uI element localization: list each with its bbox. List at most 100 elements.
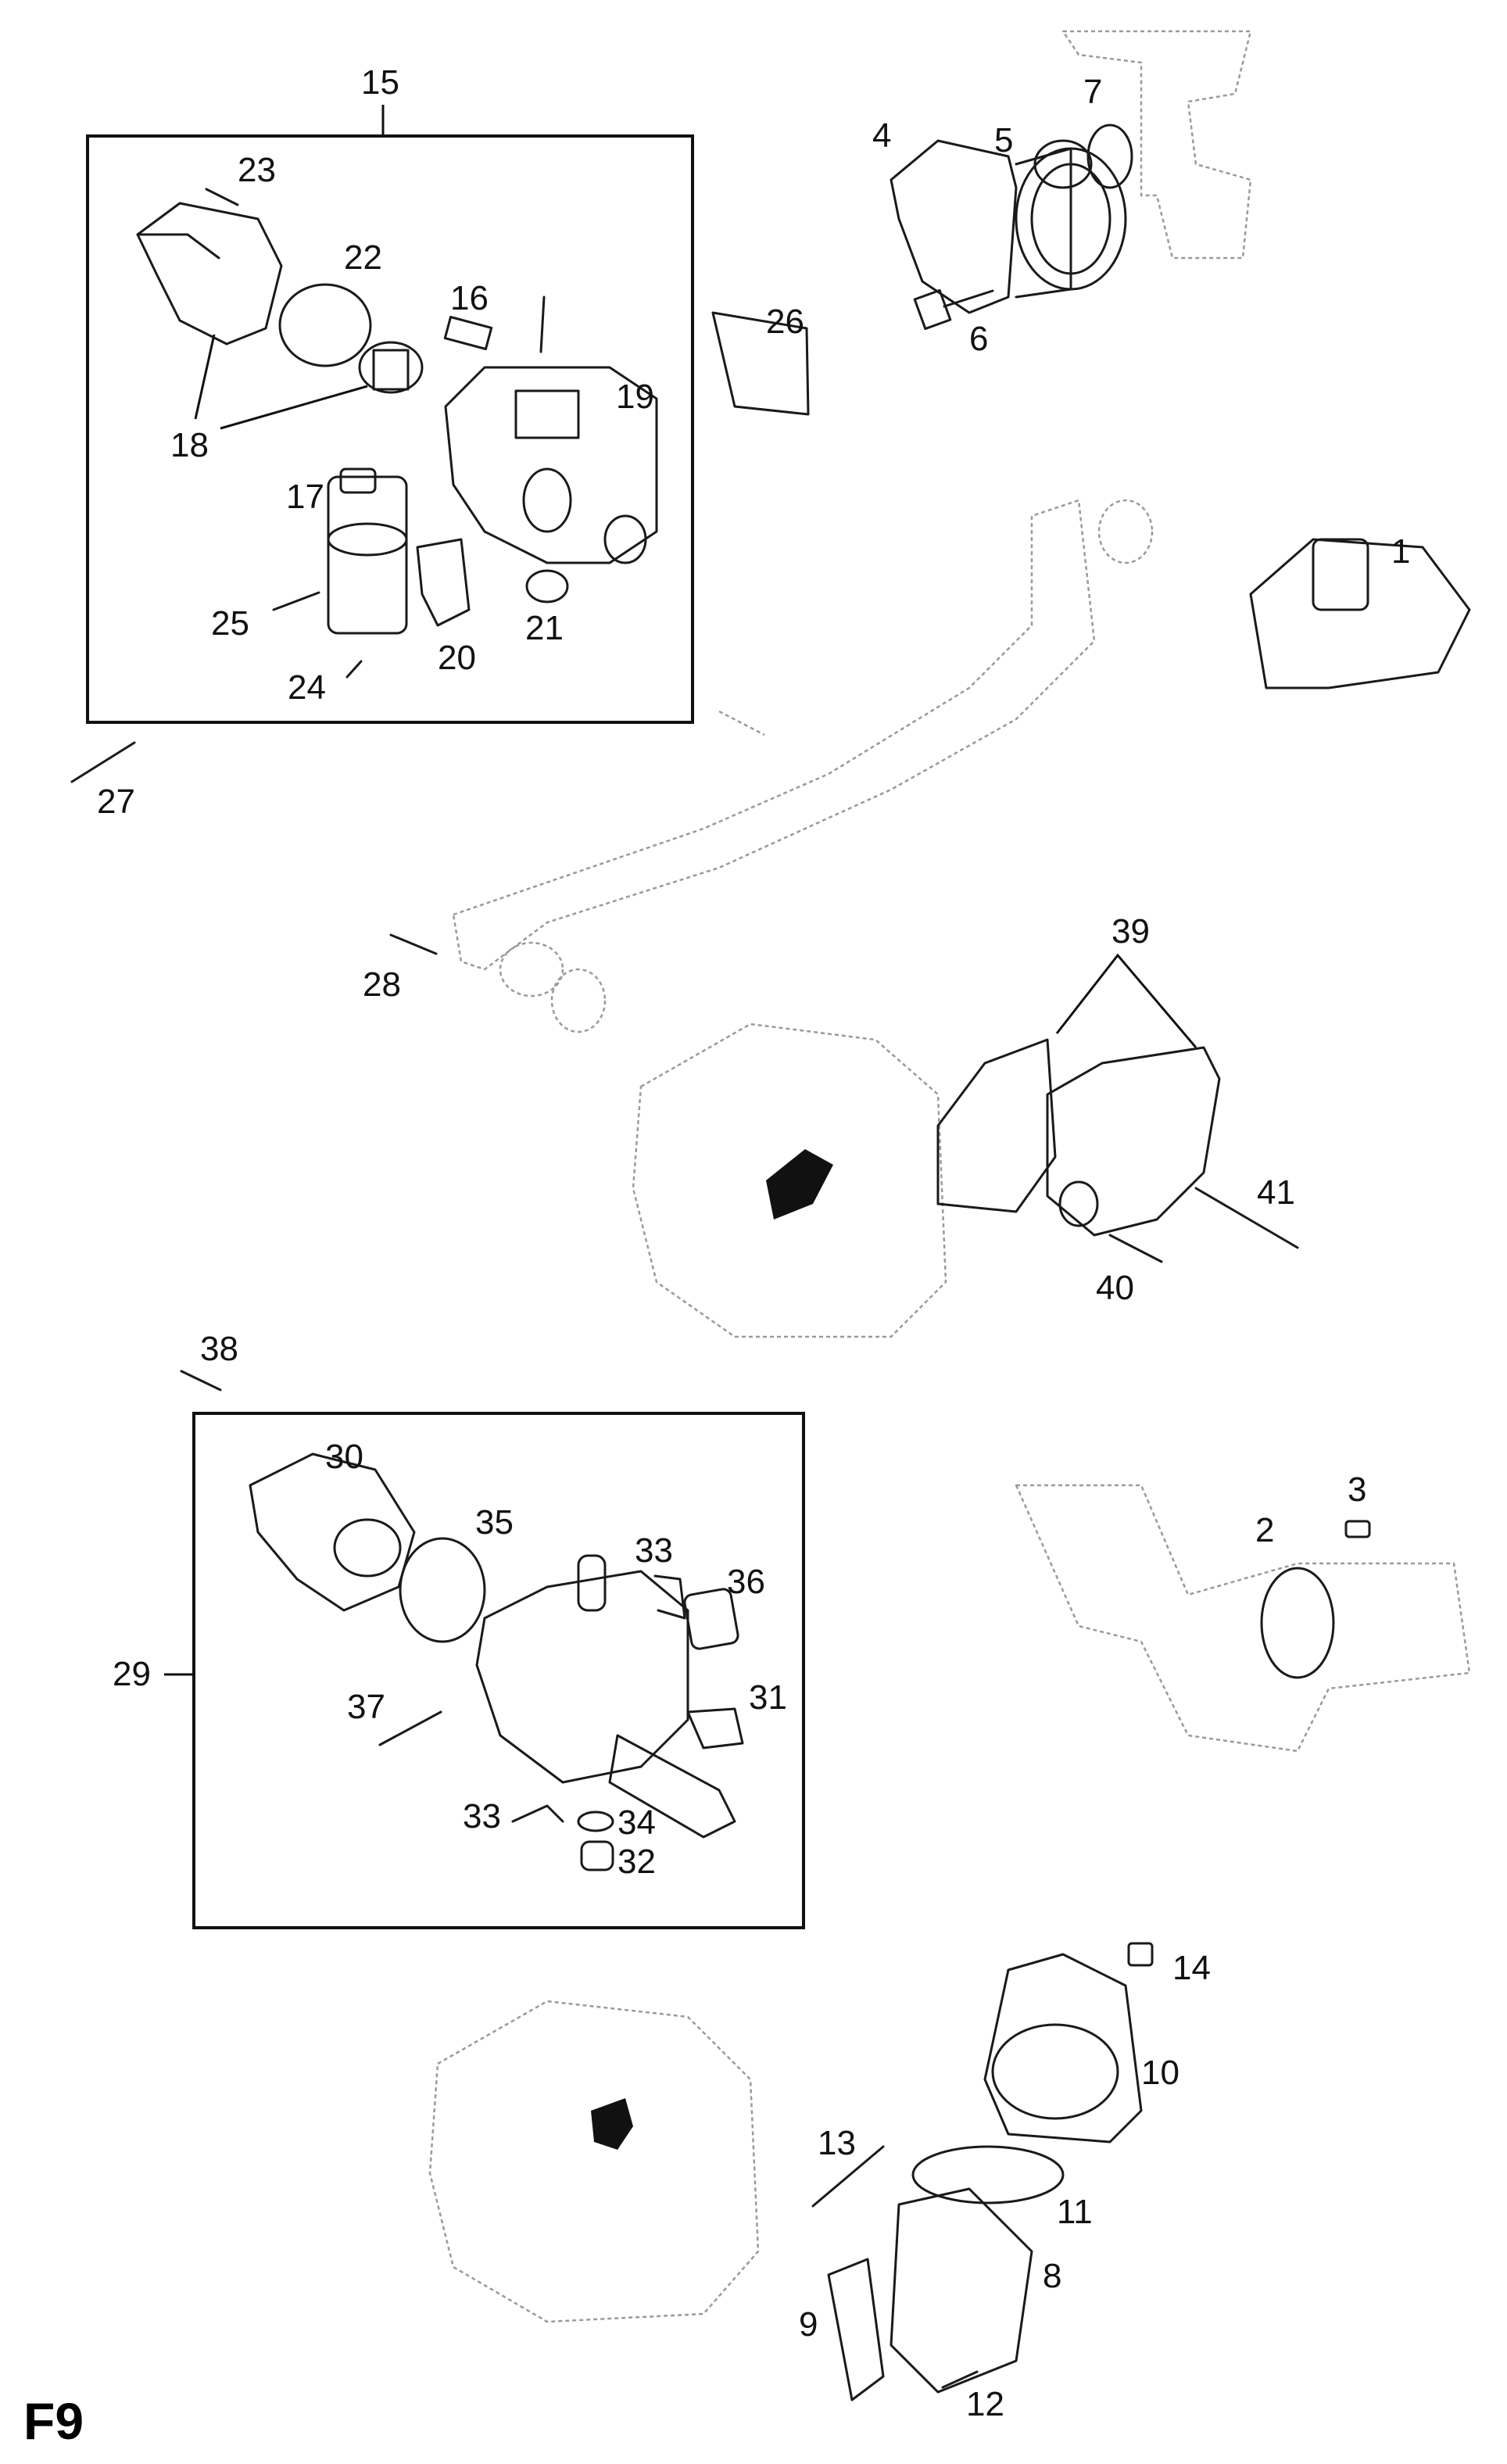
label-19: 19 bbox=[616, 378, 654, 416]
sheet-label: F9 bbox=[23, 2392, 84, 2450]
plug-32 bbox=[580, 1840, 614, 1871]
label-32: 32 bbox=[617, 1843, 656, 1881]
label-group-29: 29 bbox=[113, 1655, 151, 1693]
label-16: 16 bbox=[450, 279, 489, 317]
housing-18 bbox=[136, 202, 283, 346]
pipe-gasket-ghost bbox=[499, 941, 564, 997]
egr-module-19 bbox=[444, 366, 658, 564]
gasket-39 bbox=[936, 1038, 1057, 1213]
housing-8 bbox=[890, 2187, 1033, 2394]
thermostat-1 bbox=[1249, 538, 1471, 689]
label-1: 1 bbox=[1391, 532, 1411, 571]
label-9: 9 bbox=[799, 2305, 818, 2344]
egr-valve-17 bbox=[327, 467, 408, 635]
gasket-9 bbox=[827, 2258, 885, 2401]
label-33-bottom: 33 bbox=[463, 1797, 501, 1835]
bolt-13 bbox=[811, 2145, 885, 2208]
sensor-16 bbox=[443, 315, 493, 351]
plug-21 bbox=[525, 569, 569, 603]
label-21: 21 bbox=[525, 609, 564, 647]
label-26: 26 bbox=[766, 303, 804, 341]
label-31: 31 bbox=[749, 1678, 787, 1717]
gasket-26 bbox=[711, 311, 810, 416]
label-18: 18 bbox=[170, 426, 209, 464]
label-6: 6 bbox=[969, 320, 989, 358]
gasket-35 bbox=[399, 1537, 486, 1643]
bolt-27 bbox=[70, 741, 136, 783]
label-36: 36 bbox=[727, 1563, 765, 1601]
engine-highlight[interactable] bbox=[766, 1149, 833, 1219]
gasket-36 bbox=[683, 1588, 739, 1650]
label-38: 38 bbox=[200, 1330, 238, 1368]
leader-18 bbox=[194, 334, 216, 420]
seal-ring-5 bbox=[1033, 139, 1093, 189]
label-28: 28 bbox=[363, 965, 401, 1004]
thermostat-18 bbox=[358, 341, 424, 394]
pipe-gasket-ghost-2 bbox=[550, 968, 607, 1033]
plug-31 bbox=[686, 1707, 744, 1750]
bolt-37 bbox=[378, 1710, 442, 1746]
label-33-top: 33 bbox=[635, 1531, 673, 1570]
label-35: 35 bbox=[475, 1503, 514, 1542]
gasket-20 bbox=[416, 538, 471, 627]
bolt-38 bbox=[180, 1370, 222, 1391]
label-10: 10 bbox=[1141, 2054, 1179, 2092]
label-group-39: 39 bbox=[1111, 912, 1150, 951]
bolt-41 bbox=[1194, 1187, 1299, 1249]
label-7: 7 bbox=[1083, 73, 1103, 111]
label-11: 11 bbox=[1057, 2193, 1093, 2231]
bolt-24 bbox=[345, 660, 363, 679]
label-5: 5 bbox=[994, 121, 1014, 159]
label-40: 40 bbox=[1096, 1269, 1134, 1307]
label-13: 13 bbox=[818, 2124, 856, 2162]
label-27: 27 bbox=[97, 783, 135, 821]
label-22: 22 bbox=[344, 238, 382, 277]
bolt-14 bbox=[1127, 1942, 1154, 1967]
pipe-gasket-ghost-3 bbox=[1097, 499, 1154, 564]
housing-29 bbox=[475, 1554, 736, 1839]
label-20: 20 bbox=[438, 639, 476, 677]
thermostat-housing-10 bbox=[983, 1953, 1143, 2143]
thermostat-7 bbox=[1086, 124, 1133, 189]
group-frame-15 bbox=[86, 134, 694, 724]
bracket-outline bbox=[1061, 30, 1252, 260]
housing-ghost-2-3 bbox=[1015, 1484, 1471, 1753]
label-4: 4 bbox=[872, 116, 892, 155]
clip-33-bottom bbox=[511, 1804, 564, 1823]
bolt-6 bbox=[913, 288, 994, 331]
label-14: 14 bbox=[1172, 1949, 1211, 1987]
bolt-40 bbox=[1108, 1234, 1163, 1263]
label-2: 2 bbox=[1255, 1511, 1275, 1549]
thermostat-housing-30 bbox=[249, 1452, 416, 1612]
label-23: 23 bbox=[238, 151, 276, 189]
bolt-3 bbox=[1344, 1520, 1371, 1538]
engine-highlight-2[interactable] bbox=[591, 2098, 633, 2150]
label-30: 30 bbox=[325, 1438, 363, 1476]
thermostat-housing-4 bbox=[890, 139, 1127, 314]
bolt-12 bbox=[941, 2370, 979, 2389]
label-group-15: 15 bbox=[361, 63, 399, 102]
seal-ring-11 bbox=[911, 2145, 1065, 2204]
gasket-22 bbox=[278, 283, 372, 367]
bolt-28 bbox=[389, 933, 438, 955]
label-41: 41 bbox=[1257, 1173, 1295, 1212]
leader-18b bbox=[220, 385, 368, 430]
engine-block-ghost-2 bbox=[428, 2000, 760, 2323]
circlip-2 bbox=[1260, 1567, 1335, 1679]
clip-33-top bbox=[653, 1574, 686, 1620]
leader-39 bbox=[1055, 953, 1197, 1048]
label-8: 8 bbox=[1043, 2257, 1062, 2295]
label-37: 37 bbox=[347, 1688, 385, 1726]
bolt-25 bbox=[272, 591, 320, 611]
cover-39 bbox=[1046, 1046, 1221, 1237]
bolt-23 bbox=[205, 188, 239, 206]
label-34: 34 bbox=[617, 1803, 656, 1842]
label-12: 12 bbox=[966, 2385, 1004, 2423]
seal-34 bbox=[577, 1810, 614, 1832]
label-24: 24 bbox=[288, 668, 326, 707]
label-25: 25 bbox=[211, 604, 249, 643]
group-frame-29 bbox=[192, 1412, 805, 1929]
label-3: 3 bbox=[1348, 1470, 1367, 1509]
pipe-bolt-ghost bbox=[718, 710, 765, 736]
